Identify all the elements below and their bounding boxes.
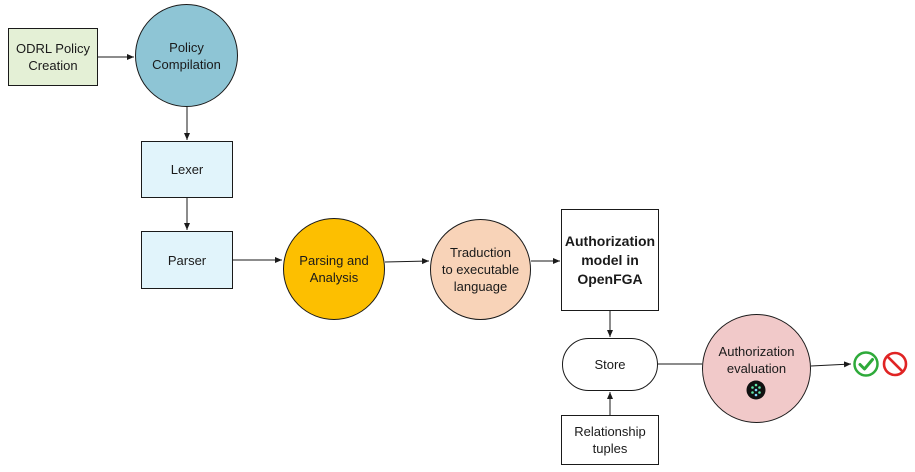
store-node: Store — [562, 338, 658, 391]
arrow-parsing-to-traduction — [384, 258, 430, 265]
prohibited-icon — [882, 351, 908, 377]
openfga-logo-icon — [746, 380, 766, 400]
odrl-policy-creation-label: ODRL Policy Creation — [16, 41, 90, 73]
policy-compilation-node: Policy Compilation — [135, 4, 238, 107]
arrow-evaluation-to-result — [810, 361, 852, 368]
parser-label: Parser — [167, 252, 207, 268]
traduction-node: Traduction to executable language — [430, 219, 531, 320]
authorization-model-node: Authorization model in OpenFGA — [561, 209, 659, 311]
policy-compilation-label: Policy Compilation — [152, 39, 221, 72]
relationship-tuples-node: Relationship tuples — [561, 415, 659, 465]
result-icons — [853, 351, 908, 377]
parsing-analysis-label: Parsing and Analysis — [299, 253, 369, 285]
parsing-analysis-node: Parsing and Analysis — [283, 218, 385, 320]
lexer-label: Lexer — [170, 162, 204, 177]
parser-node: Parser — [141, 231, 233, 289]
lexer-node: Lexer — [141, 141, 233, 198]
check-circle-icon — [853, 351, 879, 377]
store-label: Store — [594, 357, 626, 372]
authorization-model-label: Authorization model in OpenFGA — [564, 232, 656, 287]
traduction-label: Traduction to executable language — [441, 245, 520, 294]
relationship-tuples-label: Relationship tuples — [574, 424, 646, 456]
odrl-policy-creation-node: ODRL Policy Creation — [8, 28, 98, 86]
authorization-evaluation-node: Authorization evaluation — [702, 314, 811, 423]
authorization-evaluation-label: Authorization evaluation — [718, 344, 795, 376]
